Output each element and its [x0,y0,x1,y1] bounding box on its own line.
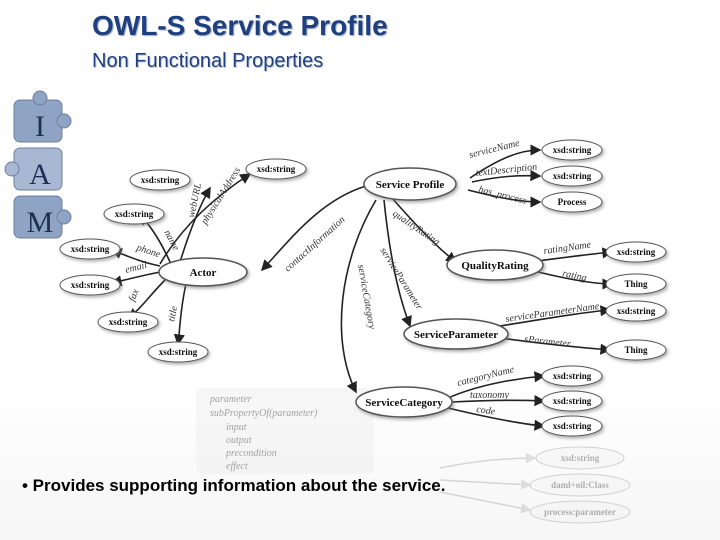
edge-label-servicename: serviceName [468,138,521,161]
edge-label-serviceparametername: serviceParameterName [505,301,601,325]
edge-title [173,283,187,346]
edge-weburl [179,186,211,263]
svg-text:Service Profile: Service Profile [376,179,445,191]
edge-label-servicecategory: serviceCategory [355,264,377,331]
slide-subtitle: Non Functional Properties [92,50,324,72]
svg-text:xsd:string: xsd:string [109,317,148,327]
node-xsd-weburl: xsd:string [129,169,191,191]
edge-label-qualityrating: qualityRating [390,208,441,248]
logo-letter-m: M [27,206,54,239]
node-xsd-physicaladdress: xsd:string [245,158,307,180]
svg-text:xsd:string: xsd:string [159,347,198,357]
svg-text:xsd:string: xsd:string [257,164,296,174]
edge-code [447,407,546,431]
faded-list-item: parameter [209,394,252,405]
node-thing-sparameter: Thing [605,339,667,361]
edge-physicaladdress [159,173,252,265]
svg-text:xsd:string: xsd:string [617,247,656,257]
edge-ratingname [529,247,614,263]
node-service-category: ServiceCategory [355,386,453,418]
node-xsd-email: xsd:string [59,274,121,296]
edge-label-email: email [124,260,148,276]
edge-textdescription [471,169,542,183]
edge-label-contactinformation: contactInformation [283,214,348,274]
node-process: Process [541,191,603,213]
node-xsd-categoryname: xsd:string [541,365,603,387]
edge-sparameter [499,337,612,355]
svg-text:xsd:string: xsd:string [71,244,110,254]
logo-letter-a: A [29,158,51,191]
svg-text:process:parameter: process:parameter [544,507,616,517]
edge-taxonomy [451,395,546,407]
svg-text:ServiceParameter: ServiceParameter [414,329,498,341]
edge-label-rating: rating [561,268,587,284]
edge-label-serviceparameter: serviceParameter [377,246,424,312]
node-process-parameter: process:parameter [529,500,631,524]
edge-serviceparameter [383,199,412,328]
svg-text:Thing: Thing [624,279,648,289]
iam-logo: I A M [4,90,72,239]
edge-servicecategory [340,199,377,394]
edge-label-taxonomy: taxonomy [470,390,509,401]
edge-label-sparameter: sParameter [524,334,572,350]
node-xsd-code: xsd:string [541,415,603,437]
edge-label-fax: fax [127,287,142,303]
node-actor: Actor [158,257,248,287]
node-xsd-title: xsd:string [147,341,209,363]
faded-list-item: subPropertyOf(parameter) [210,408,318,419]
edge-contactinformation [260,185,367,272]
svg-text:ServiceCategory: ServiceCategory [365,397,443,409]
node-quality-rating: QualityRating [446,249,544,281]
node-xsd-textdescription: xsd:string [541,165,603,187]
edge-label-code: code [476,404,497,418]
svg-text:Process: Process [558,197,587,207]
logo-letter-i: I [35,110,45,143]
svg-text:xsd:string: xsd:string [553,396,592,406]
node-daml-oil-class: daml+oil:Class [529,473,631,497]
node-xsd-serviceparametername: xsd:string [605,300,667,322]
edge-serviceparametername [499,305,612,327]
svg-text:xsd:string: xsd:string [553,371,592,381]
faded-list-item: output [226,435,252,446]
node-xsd-phone: xsd:string [59,238,121,260]
node-thing-rating: Thing [605,273,667,295]
svg-text:xsd:string: xsd:string [617,306,656,316]
edge-label-has-process: has_process [477,184,527,207]
node-faded-xsd-string: xsd:string [535,446,625,470]
svg-text:QualityRating: QualityRating [461,260,529,272]
edge-label-phone: phone [134,242,162,260]
node-service-parameter: ServiceParameter [403,318,509,350]
svg-text:Thing: Thing [624,345,648,355]
svg-text:daml+oil:Class: daml+oil:Class [551,480,609,490]
faded-list-item: input [226,422,247,433]
edge-categoryname [447,371,546,399]
node-service-profile: Service Profile [363,167,457,201]
edge-label-title: title [166,305,180,323]
faded-list-item: precondition [225,448,277,459]
svg-text:xsd:string: xsd:string [553,171,592,181]
svg-text:xsd:string: xsd:string [553,421,592,431]
node-xsd-name: xsd:string [103,203,165,225]
node-xsd-ratingname: xsd:string [605,241,667,263]
svg-text:Actor: Actor [190,267,217,279]
faded-list-item: effect [226,461,248,472]
svg-text:xsd:string: xsd:string [561,453,600,463]
faded-parameter-region: parameter subPropertyOf(parameter) input… [196,388,537,514]
svg-text:xsd:string: xsd:string [115,209,154,219]
slide-title: OWL-S Service Profile [92,10,388,41]
node-xsd-fax: xsd:string [97,311,159,333]
node-xsd-servicename: xsd:string [541,139,603,161]
bullet-text: • Provides supporting information about … [22,476,446,495]
node-xsd-taxonomy: xsd:string [541,390,603,412]
edge-email [110,271,161,287]
svg-text:xsd:string: xsd:string [71,280,110,290]
svg-text:xsd:string: xsd:string [553,145,592,155]
edge-has-process [467,189,542,208]
edge-servicename [469,144,542,179]
svg-text:xsd:string: xsd:string [141,175,180,185]
